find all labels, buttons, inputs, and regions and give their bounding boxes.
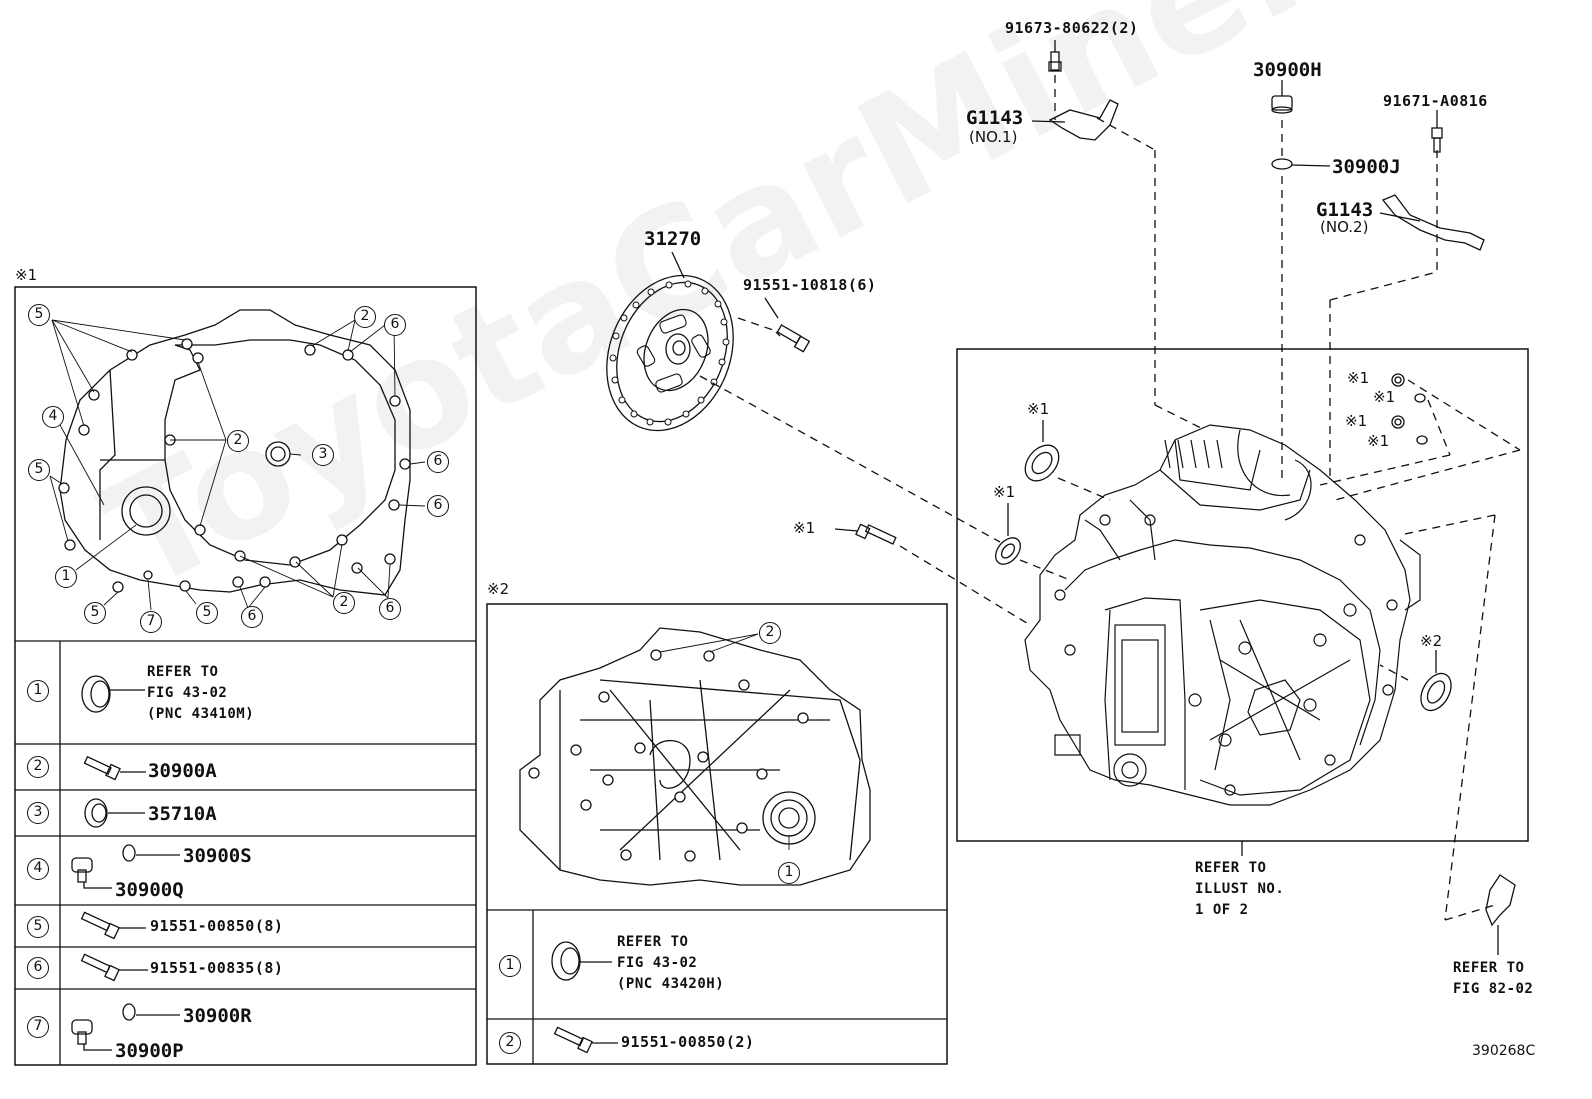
- legend-num-3: 3: [27, 802, 49, 824]
- legend-part-30900S: 30900S: [183, 845, 252, 867]
- right-bolt-part-number: 91671-A0816: [1383, 92, 1488, 110]
- case-drawing-1: [49, 309, 426, 611]
- legend-icons-1: [71, 675, 180, 1051]
- callout-5: 5: [196, 602, 218, 624]
- bracket-no1-part-number: G1143: [966, 107, 1024, 129]
- legend-num-2: 2: [27, 756, 49, 778]
- legend-part-91551-00835: 91551-00835(8): [150, 959, 284, 977]
- callout-2: 2: [759, 622, 781, 644]
- callout-6: 6: [427, 451, 449, 473]
- callout-2: 2: [354, 306, 376, 328]
- plug-top-part-number: 30900H: [1253, 59, 1322, 81]
- callout-1: 1: [778, 862, 800, 884]
- legend2-num-2: 2: [499, 1032, 521, 1054]
- mark-plug-1: ※1: [1347, 369, 1370, 387]
- legend-note-1: REFER TO FIG 43-02 (PNC 43410M): [147, 664, 255, 722]
- panel2-title: ※2: [487, 580, 510, 598]
- legend-part-30900P: 30900P: [115, 1040, 184, 1062]
- callout-6: 6: [379, 598, 401, 620]
- clutch-disc-part-number: 31270: [644, 228, 702, 250]
- case-drawing-2: [519, 627, 871, 886]
- legend-part-91551-00850: 91551-00850(8): [150, 917, 284, 935]
- callout-5: 5: [28, 459, 50, 481]
- legend-part-30900R: 30900R: [183, 1005, 252, 1027]
- gasket-top-part-number: 30900J: [1332, 156, 1401, 178]
- mark-bolt: ※1: [793, 519, 816, 537]
- legend-part-30900A: 30900A: [148, 760, 217, 782]
- legend-part-30900Q: 30900Q: [115, 879, 184, 901]
- refer-fig-82-note: REFER TO FIG 82-02: [1453, 960, 1534, 997]
- top-bolt-part-number: 91673-80622(2): [1005, 19, 1139, 37]
- bracket-no2-part-number: G1143: [1316, 199, 1374, 221]
- callout-4: 4: [42, 406, 64, 428]
- legend2-num-1: 1: [499, 955, 521, 977]
- legend-num-1: 1: [27, 680, 49, 702]
- legend2-part-91551-00850: 91551-00850(2): [621, 1033, 755, 1051]
- legend-icons-2: [551, 941, 618, 1054]
- bracket-no1-sub: (NO.1): [969, 128, 1018, 146]
- legend-num-6: 6: [27, 957, 49, 979]
- callout-6: 6: [241, 606, 263, 628]
- legend-num-7: 7: [27, 1016, 49, 1038]
- legend2-note-1: REFER TO FIG 43-02 (PNC 43420H): [617, 934, 725, 992]
- mark-gasket-1: ※1: [1373, 388, 1396, 406]
- mark-gasket-2: ※1: [1367, 432, 1390, 450]
- callout-6: 6: [427, 495, 449, 517]
- callout-6: 6: [384, 314, 406, 336]
- mark-plug-2: ※1: [1345, 412, 1368, 430]
- figure-code: 390268C: [1472, 1043, 1536, 1059]
- callout-3: 3: [312, 444, 334, 466]
- legend-num-5: 5: [27, 916, 49, 938]
- disc-bolt-drawing: [764, 297, 811, 353]
- legend-part-35710A: 35710A: [148, 803, 217, 825]
- callout-5: 5: [28, 304, 50, 326]
- clutch-disc-drawing: [606, 251, 734, 432]
- refer-illust-note: REFER TO ILLUST NO. 1 OF 2: [1195, 860, 1285, 918]
- callout-2: 2: [333, 592, 355, 614]
- callout-5: 5: [84, 602, 106, 624]
- callout-2: 2: [227, 430, 249, 452]
- mark-seal-3: ※2: [1420, 632, 1443, 650]
- legend-num-4: 4: [27, 858, 49, 880]
- bracket-no2-sub: (NO.2): [1320, 218, 1369, 236]
- transaxle-drawing: [1024, 424, 1421, 806]
- mark-seal-2: ※1: [993, 483, 1016, 501]
- callout-7: 7: [140, 611, 162, 633]
- callout-1: 1: [55, 566, 77, 588]
- disc-bolt-part-number: 91551-10818(6): [743, 276, 877, 294]
- mark-seal-1: ※1: [1027, 400, 1050, 418]
- panel1-title: ※1: [15, 266, 38, 284]
